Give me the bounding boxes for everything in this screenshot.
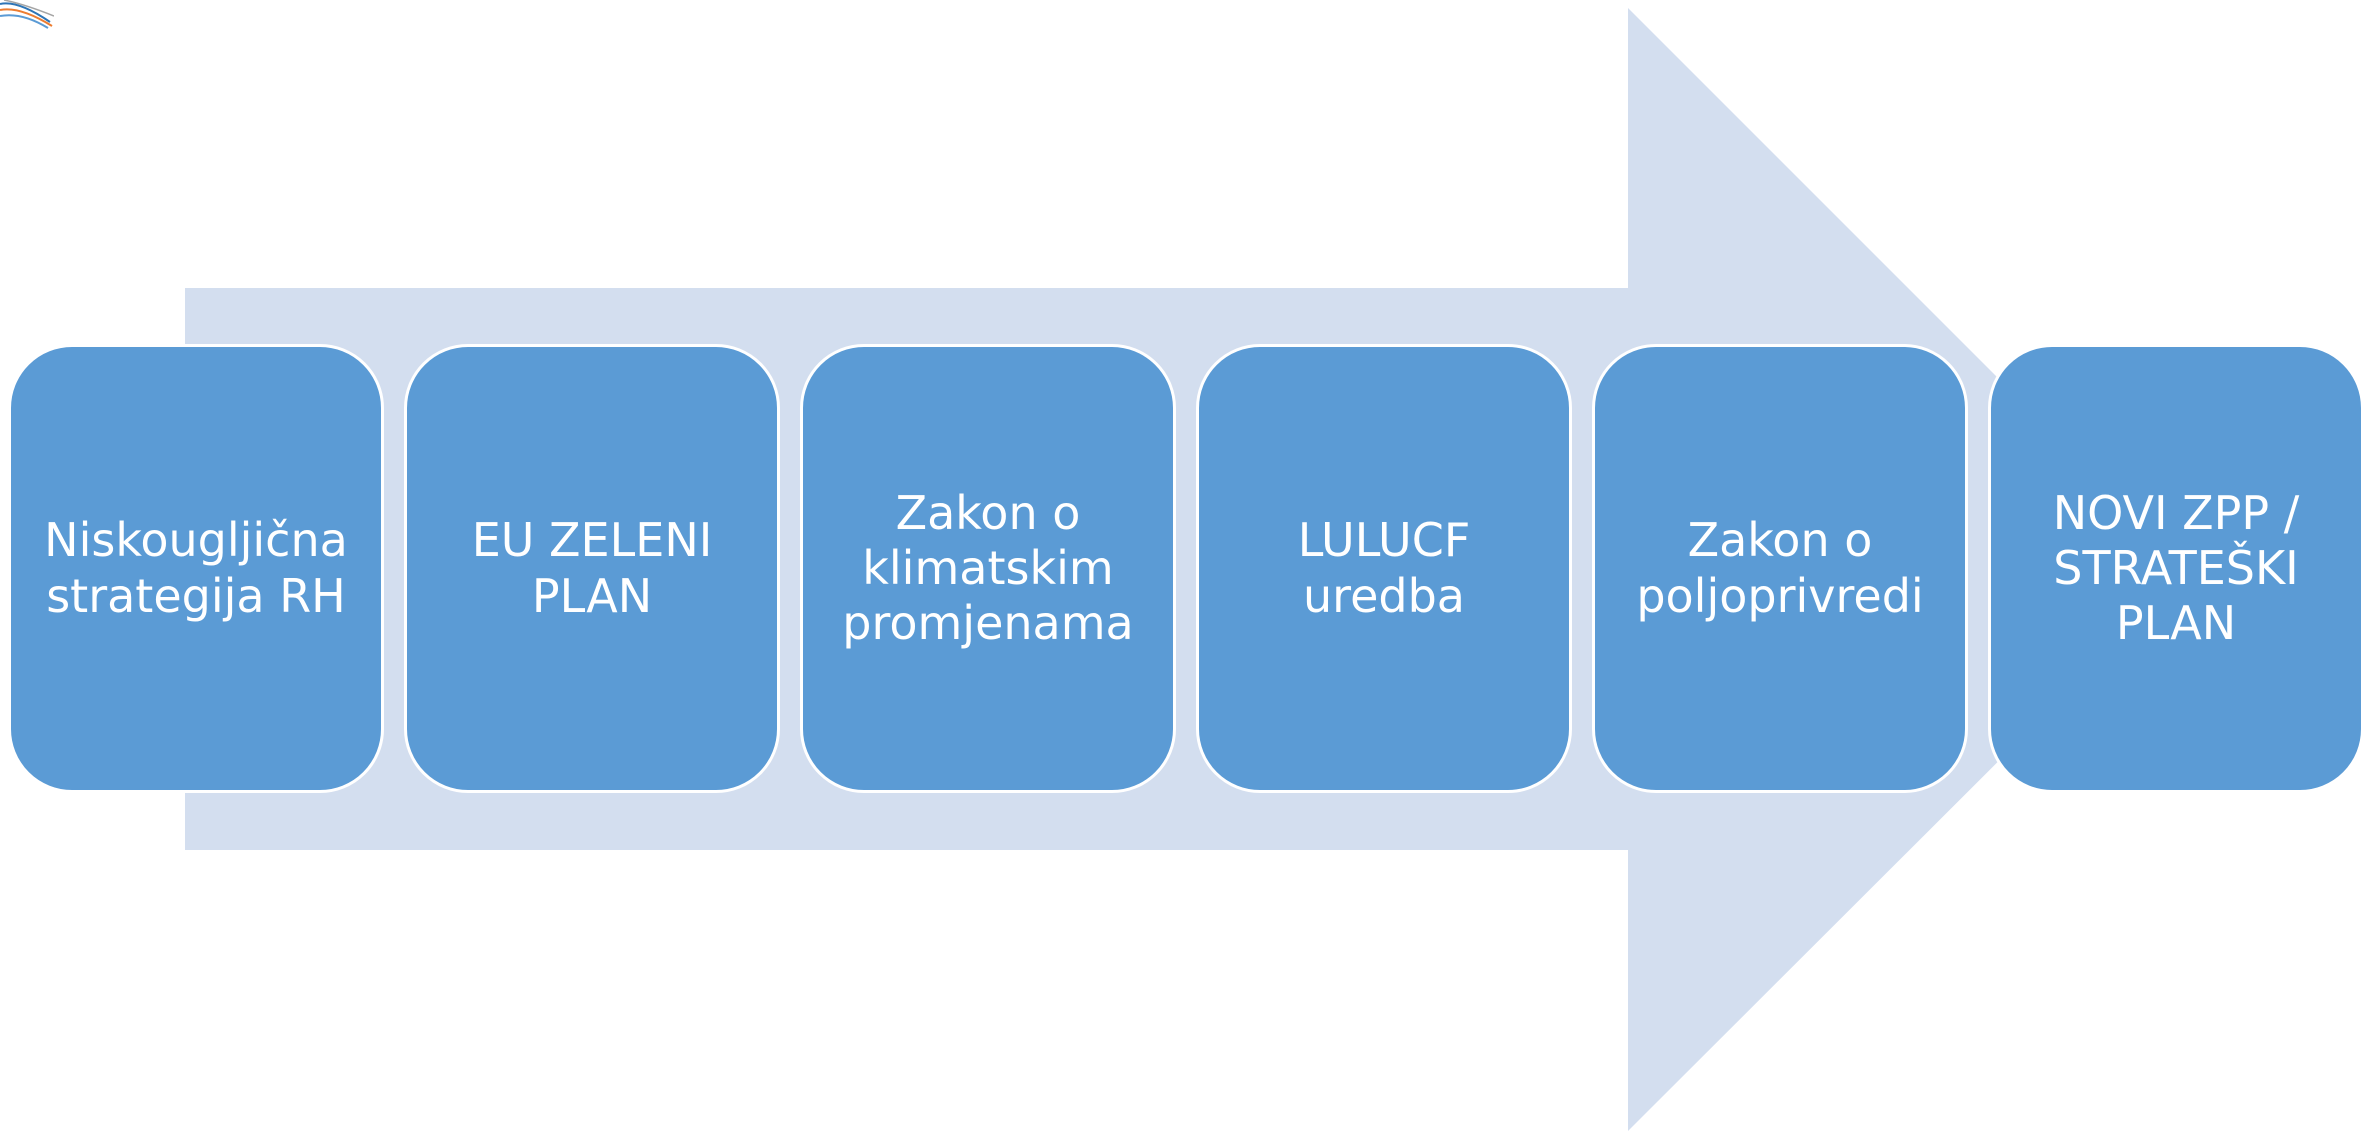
logo-fragment-icon xyxy=(0,0,54,29)
step-box-5: Zakon o poljoprivredi xyxy=(1592,344,1968,793)
arrow-shape xyxy=(185,8,2190,1131)
step-box-6: NOVI ZPP / STRATEŠKI PLAN xyxy=(1988,344,2363,793)
step-box-2: EU ZELENI PLAN xyxy=(404,344,780,793)
step-box-3: Zakon o klimatskim promjenama xyxy=(800,344,1176,793)
step-box-4: LULUCF uredba xyxy=(1196,344,1572,793)
step-box-1: Niskougljična strategija RH xyxy=(8,344,384,793)
